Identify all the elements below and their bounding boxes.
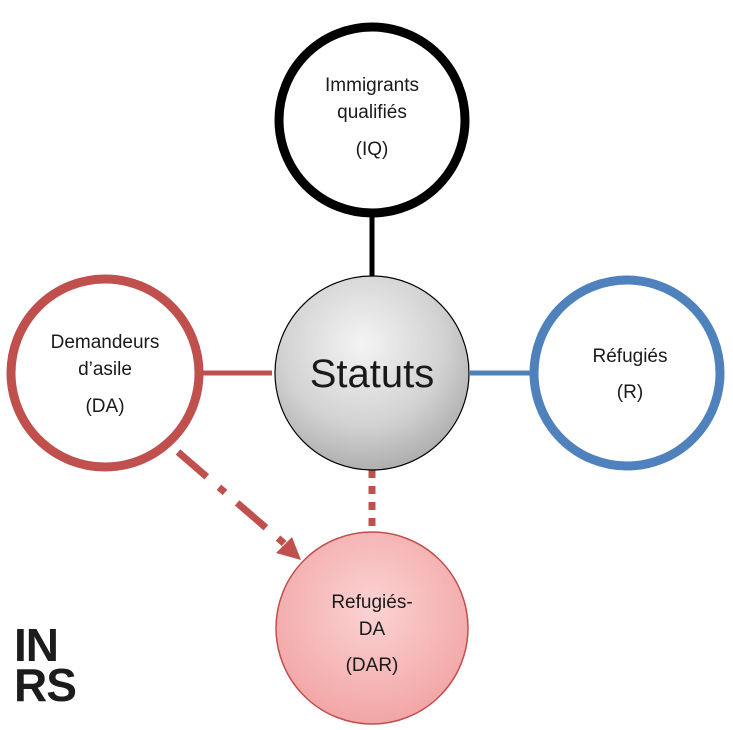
node-r-abbr: (R): [617, 382, 643, 403]
node-da-abbr: (DA): [85, 396, 124, 417]
node-r: Réfugiés (R): [529, 275, 725, 471]
logo-line2: RS: [14, 659, 77, 711]
node-da-line2: d’asile: [78, 359, 132, 380]
inrs-logo: IN RS: [14, 619, 77, 711]
node-center: Statuts: [274, 275, 470, 471]
node-r-line1: Réfugiés: [593, 346, 668, 367]
node-dar-line1: Refugiés-: [331, 592, 412, 613]
node-iq-line2: qualifiés: [337, 102, 407, 123]
node-iq: Immigrants qualifiés (IQ): [274, 22, 470, 218]
node-iq-line1: Immigrants: [325, 75, 419, 96]
arrow-da-to-dar: [175, 449, 289, 548]
node-iq-abbr: (IQ): [356, 139, 389, 160]
node-dar-abbr: (DAR): [346, 655, 399, 676]
logo-line1: IN: [14, 619, 59, 671]
node-da: Demandeurs d’asile (DA): [6, 274, 204, 472]
node-da-line1: Demandeurs: [51, 332, 160, 353]
node-dar: Refugiés- DA (DAR): [275, 531, 469, 725]
center-label: Statuts: [310, 352, 435, 396]
arrowhead-icon: [276, 537, 301, 560]
node-dar-line2: DA: [359, 619, 386, 640]
